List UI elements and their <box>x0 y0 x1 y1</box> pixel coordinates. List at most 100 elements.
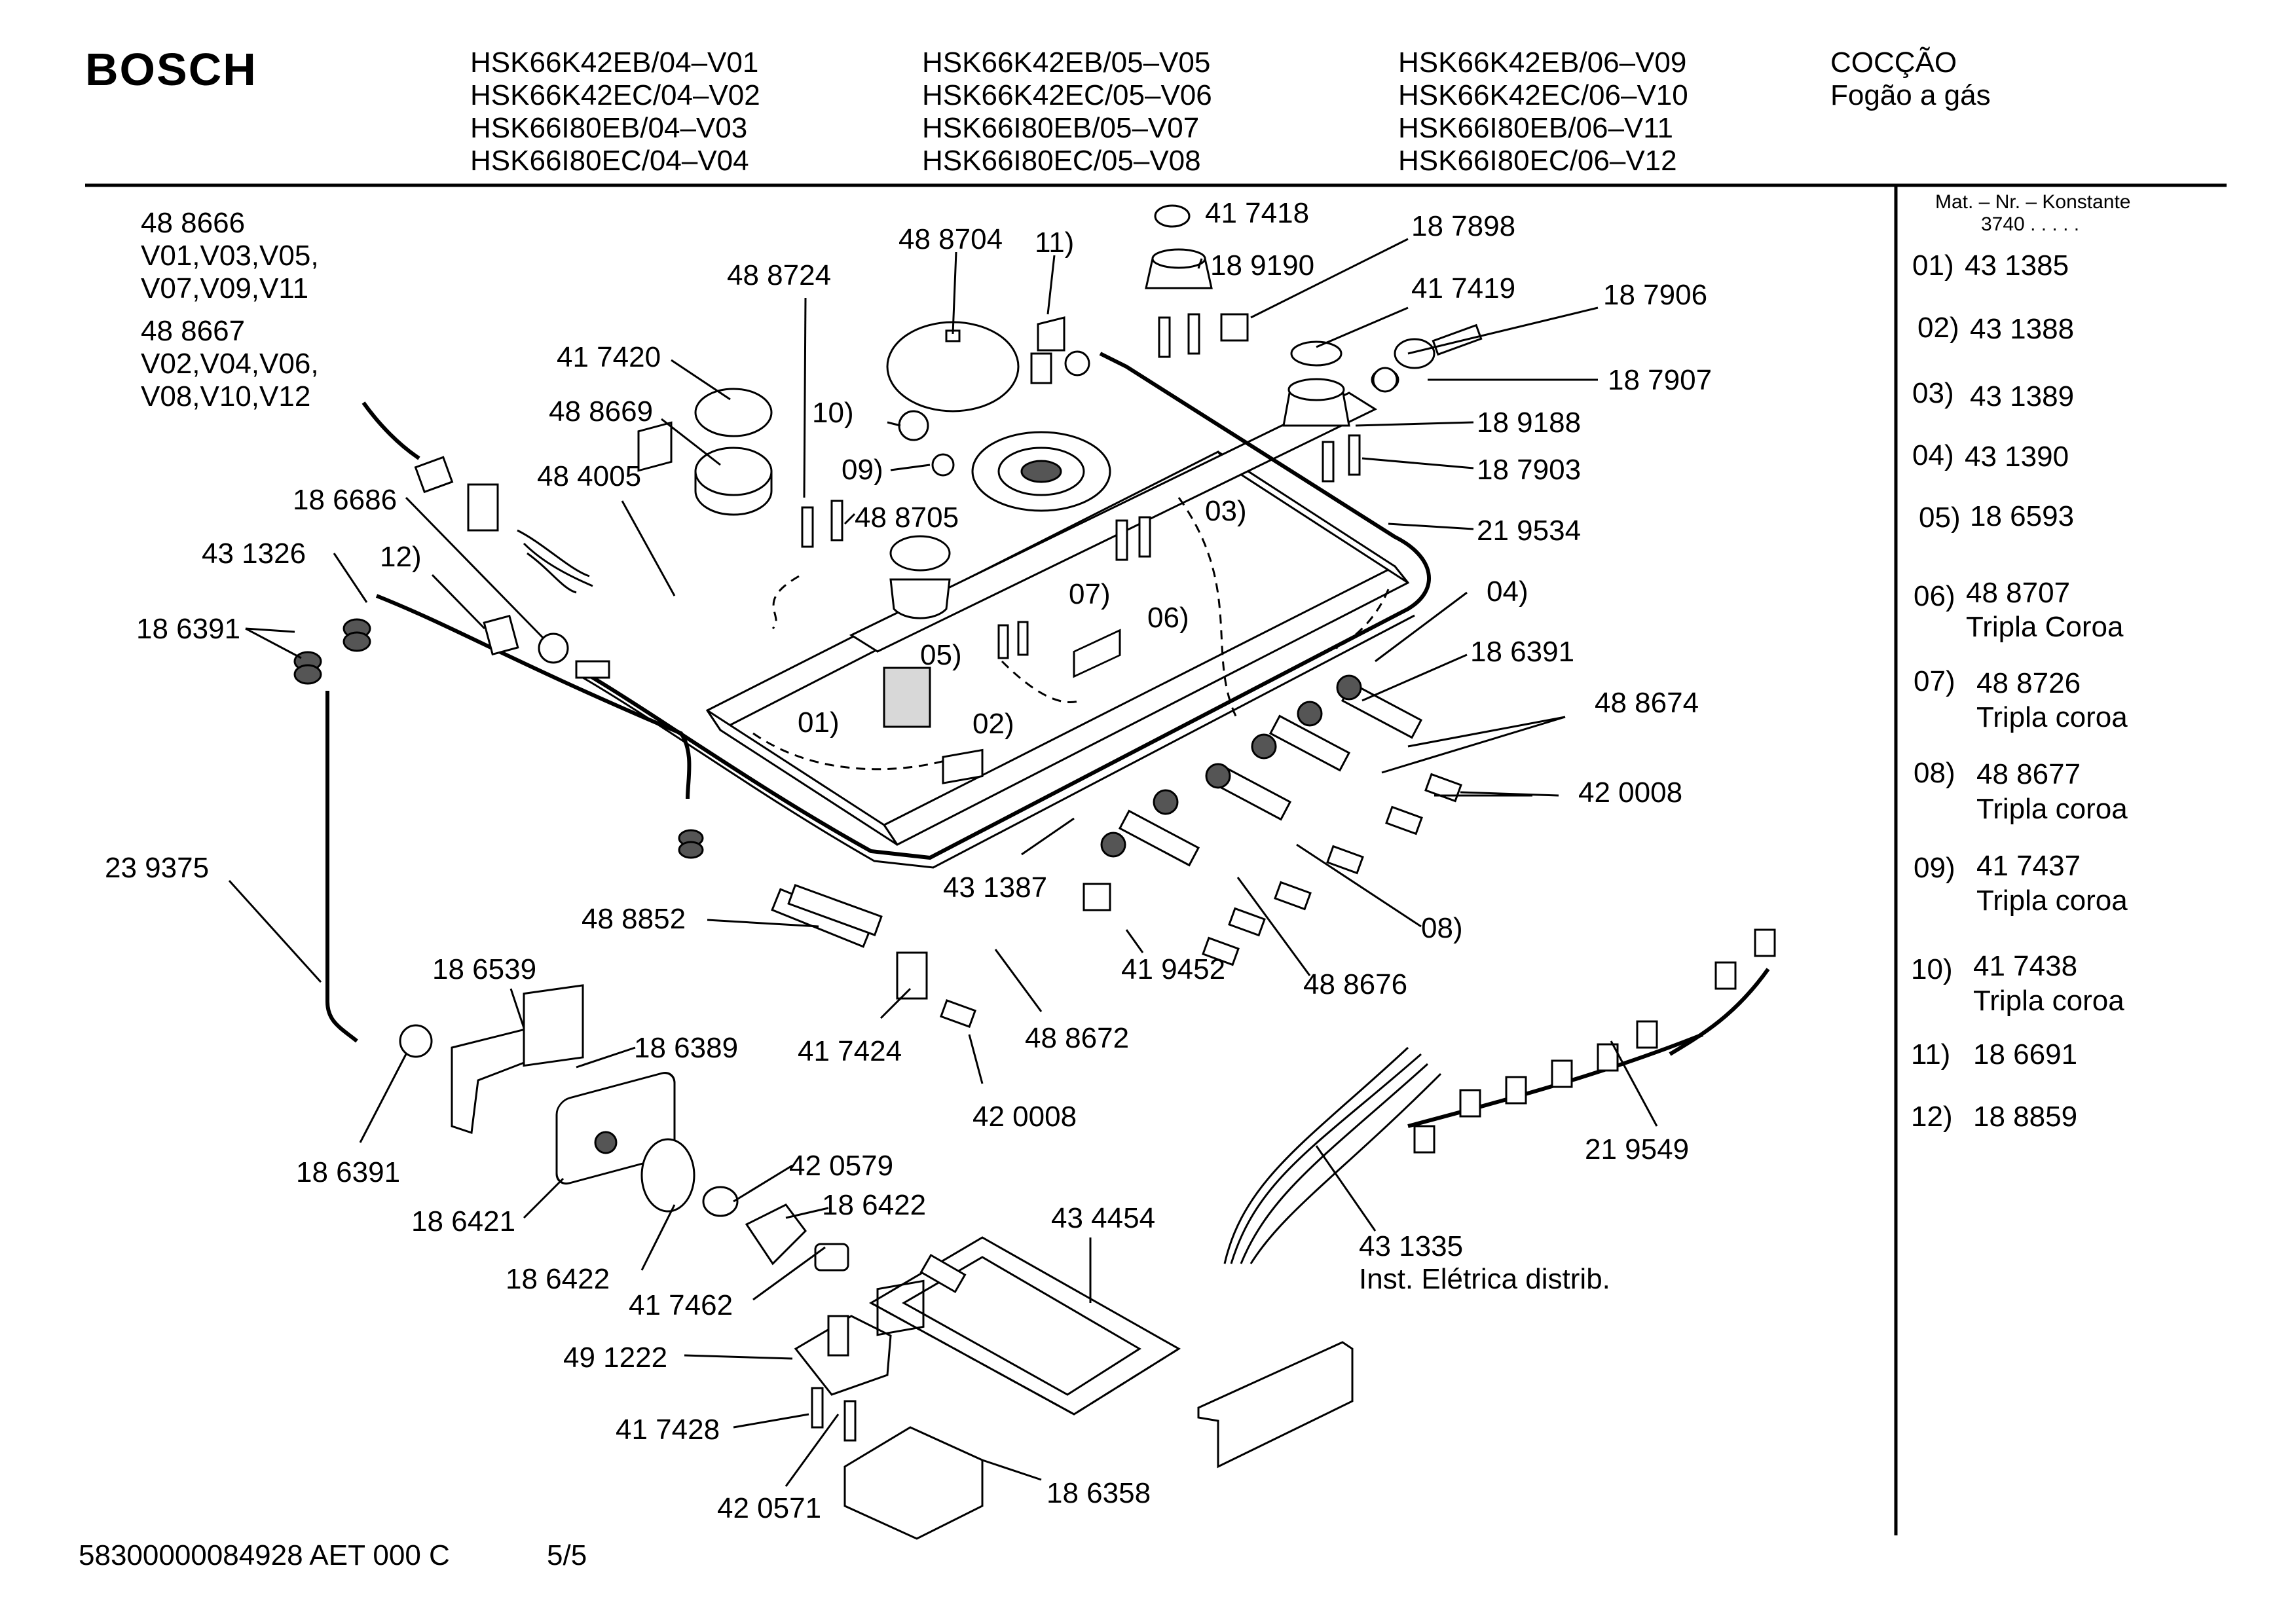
callout-label: 21 9549 <box>1585 1133 1689 1165</box>
burner-ring-small <box>889 535 951 572</box>
legend-item-number: 07) <box>1914 665 1955 697</box>
seal-ring <box>538 632 569 664</box>
seals <box>293 350 1398 1058</box>
burner-top <box>1151 248 1206 269</box>
legend-item-desc: Tripla Coroa <box>1966 611 2124 643</box>
callout-label: 41 7420 <box>557 341 661 373</box>
legend-item-part: 48 8677 <box>1976 758 2081 790</box>
knob-cap <box>1424 773 1462 803</box>
triple-crown-burner-core <box>1020 460 1062 483</box>
seal-ring <box>678 841 704 859</box>
callout-label: V01,V03,V05, <box>141 240 319 272</box>
injector <box>1322 441 1335 483</box>
model-code: HSK66I80EB/04–V03 <box>470 112 747 144</box>
callout-label: 42 0571 <box>717 1492 821 1524</box>
callout-label: 43 4454 <box>1051 1202 1155 1234</box>
callout-label: 05) <box>920 639 962 671</box>
legend-item-part: 43 1390 <box>1965 441 2069 473</box>
callout-label: 23 9375 <box>105 852 209 884</box>
thermostat-plate <box>523 984 584 1067</box>
harness-cable <box>1669 968 1770 1056</box>
valve-ring <box>1153 789 1179 815</box>
callout-label: 18 6686 <box>293 484 397 516</box>
connector-cable <box>361 401 420 460</box>
callout-label: 10) <box>812 397 854 429</box>
gas-line-02 <box>1001 660 1081 703</box>
injector <box>1158 316 1171 358</box>
callout-label: 21 9534 <box>1477 515 1581 547</box>
knob-cap <box>1228 907 1266 937</box>
callout-label: 43 1335 <box>1359 1230 1463 1262</box>
callout-label: V02,V04,V06, <box>141 348 319 380</box>
gas-tube <box>1432 323 1483 356</box>
model-code: HSK66K42EB/04–V01 <box>470 46 758 79</box>
callout-label: 48 8852 <box>582 903 686 935</box>
electrical-connectors <box>361 401 931 728</box>
callout-label: 18 6421 <box>411 1205 515 1237</box>
valve-ring <box>1251 733 1277 760</box>
harness-connector <box>1754 928 1776 957</box>
callout-label: 18 7907 <box>1608 364 1712 396</box>
shield-box <box>843 1426 984 1540</box>
valve-ring <box>1205 763 1231 789</box>
category-subtitle: Fogão a gás <box>1830 79 1991 111</box>
callout-label: 48 8674 <box>1595 687 1699 719</box>
legend-header: Mat. – Nr. – Konstante <box>1935 191 2131 213</box>
legend-item-part: 18 6593 <box>1970 500 2074 532</box>
injector <box>997 624 1009 659</box>
seal-ring <box>1372 367 1398 393</box>
callout-label: 18 6358 <box>1046 1477 1151 1509</box>
legend-item-part: 18 8859 <box>1973 1101 2077 1133</box>
legend-item-number: 02) <box>1917 312 1959 344</box>
injectors <box>801 313 1361 659</box>
knob-cap <box>940 998 976 1029</box>
legend-item-desc: Tripla coroa <box>1976 701 2128 733</box>
model-code: HSK66K42EB/06–V09 <box>1398 46 1686 79</box>
legend-item-desc: Tripla coroa <box>1976 885 2128 917</box>
knob-cap <box>1326 845 1364 875</box>
callout-label: 18 6422 <box>506 1263 610 1295</box>
gas-valve <box>1118 809 1200 867</box>
terminal-block <box>414 456 454 494</box>
callout-label: 02) <box>972 708 1014 740</box>
gas-distribution-pipe <box>575 352 1431 860</box>
callout-label: 18 9190 <box>1210 249 1314 282</box>
model-code: HSK66I80EC/04–V04 <box>470 145 749 177</box>
callout-label: 18 6391 <box>136 613 240 645</box>
callout-label: 48 8676 <box>1303 968 1407 1000</box>
harness-connector <box>1551 1059 1573 1088</box>
parts-legend: Mat. – Nr. – Konstante 3740 . . . . . 01… <box>1911 191 2131 1133</box>
knob-bracket <box>942 748 984 784</box>
cone-fitting <box>745 1203 807 1266</box>
pipe-fitting <box>1030 352 1052 384</box>
callout-label: 42 0579 <box>789 1150 893 1182</box>
page-number: 5/5 <box>547 1539 587 1571</box>
document-code: 58300000084928 AET 000 C <box>79 1539 450 1571</box>
burner-tube <box>919 1253 967 1294</box>
rear-burner-parts <box>1145 204 1483 427</box>
callout-label: 41 7418 <box>1205 197 1309 229</box>
model-code: HSK66K42EC/05–V06 <box>922 79 1212 111</box>
legend-item-part: 43 1385 <box>1965 249 2069 282</box>
model-code: HSK66I80EB/05–V07 <box>922 112 1199 144</box>
legend-item-number: 09) <box>1914 852 1955 884</box>
legend-item-number: 04) <box>1912 439 1954 471</box>
legend-item-number: 03) <box>1912 377 1954 409</box>
bracket-clip <box>1083 883 1111 911</box>
brand-logo: BOSCH <box>85 44 257 95</box>
igniter <box>827 1315 849 1357</box>
vertical-gas-pipe <box>325 691 358 1043</box>
callout-label: V08,V10,V12 <box>141 380 310 412</box>
harness-connector <box>1505 1076 1527 1105</box>
seal-ring <box>399 1024 433 1058</box>
pipe-fitting <box>575 660 610 679</box>
callout-label: 42 0008 <box>1578 777 1682 809</box>
gas-line-01 <box>752 732 950 771</box>
thermostat-seal <box>640 1138 695 1213</box>
model-column-3: HSK66K42EB/06–V09 HSK66K42EC/06–V10 HSK6… <box>1398 46 1688 177</box>
callout-label: 08) <box>1421 912 1463 944</box>
model-column-1: HSK66K42EB/04–V01 HSK66K42EC/04–V02 HSK6… <box>470 46 760 177</box>
seal-ring <box>1064 350 1090 376</box>
injector <box>1138 516 1151 558</box>
